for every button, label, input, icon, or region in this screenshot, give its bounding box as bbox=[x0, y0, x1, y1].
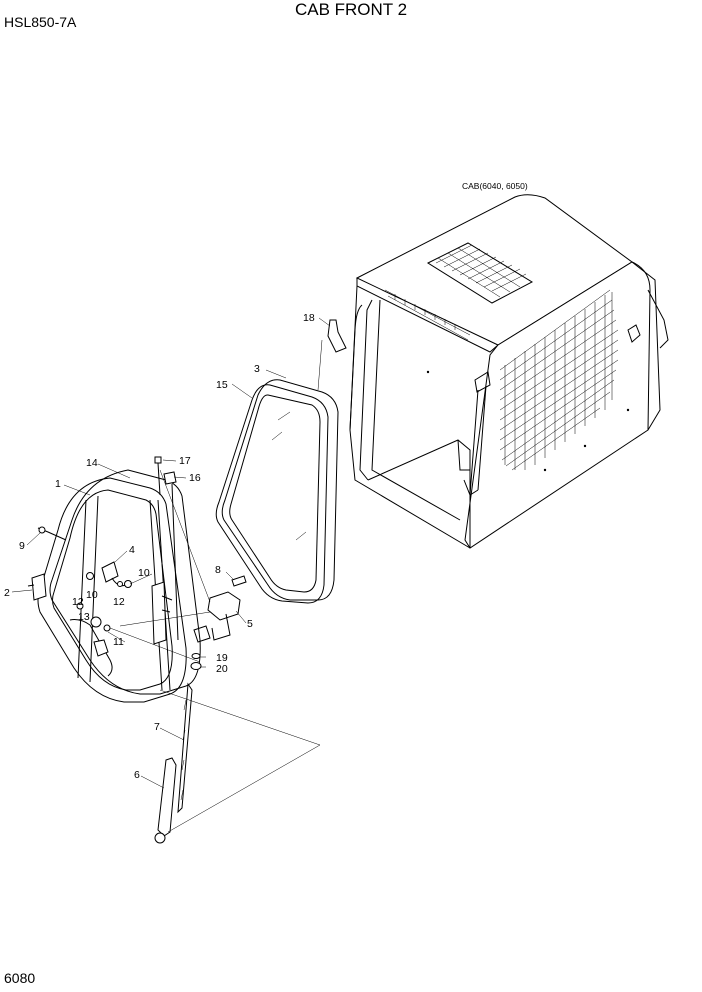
callout-17: 17 bbox=[179, 455, 191, 467]
side-mesh-grid bbox=[499, 289, 619, 471]
callout-3: 3 bbox=[254, 363, 260, 375]
callout-14: 14 bbox=[86, 457, 98, 469]
callout-10-right: 10 bbox=[138, 567, 150, 579]
callout-6: 6 bbox=[134, 769, 140, 781]
assembly-lines bbox=[109, 339, 323, 833]
callout-8: 8 bbox=[215, 564, 221, 576]
callout-12-left: 12 bbox=[72, 596, 84, 608]
leader-lines bbox=[11, 317, 331, 789]
callout-4: 4 bbox=[129, 544, 135, 556]
assembly-caption: CAB(6040, 6050) bbox=[462, 181, 528, 191]
callout-20: 18 bbox=[303, 312, 315, 324]
callout-9: 9 bbox=[19, 540, 25, 552]
callout-5: 5 bbox=[247, 618, 253, 630]
callout-19: 19 bbox=[216, 652, 228, 664]
callout-2: 2 bbox=[4, 587, 10, 599]
callout-12-right: 12 bbox=[113, 596, 125, 608]
callout-13: 13 bbox=[78, 611, 90, 623]
hardware-parts bbox=[27, 319, 347, 844]
callout-7: 7 bbox=[154, 721, 160, 733]
callout-15: 15 bbox=[216, 379, 228, 391]
page-title: CAB FRONT 2 bbox=[294, 0, 408, 19]
front-glass-and-seal bbox=[215, 379, 339, 604]
callout-18: 20 bbox=[216, 663, 228, 675]
callout-10-left: 10 bbox=[86, 589, 98, 601]
callout-1: 1 bbox=[55, 478, 61, 490]
page-number: 6080 bbox=[4, 970, 36, 986]
model-label: HSL850-7A bbox=[4, 14, 77, 30]
cab-body bbox=[349, 194, 669, 549]
callout-labels: 18 3 15 14 17 16 1 9 4 8 10 2 10 12 12 1… bbox=[4, 312, 315, 781]
callout-11: 11 bbox=[113, 636, 124, 648]
callout-16: 16 bbox=[189, 472, 201, 484]
